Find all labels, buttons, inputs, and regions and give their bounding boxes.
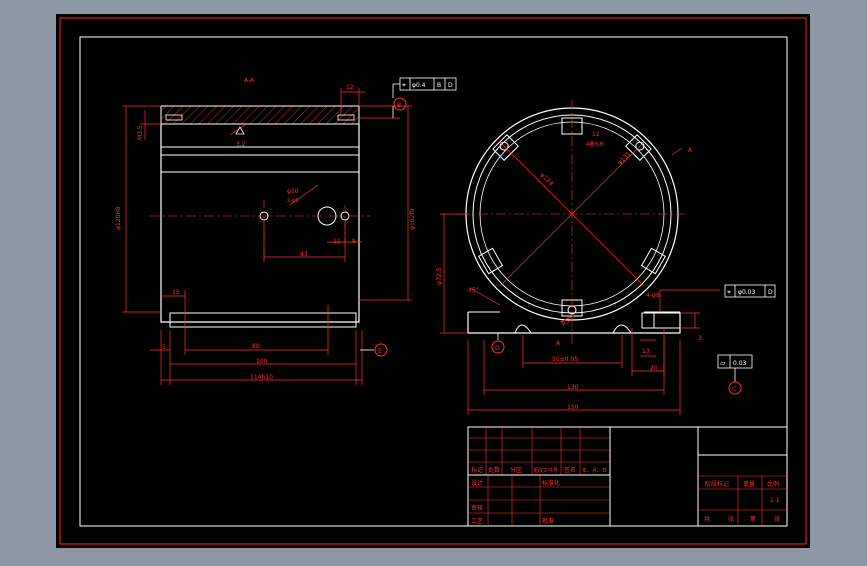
- tolerance-value: φ0.03: [738, 289, 756, 296]
- dim-height: φ72.5: [436, 268, 443, 286]
- dim-center: R5: [561, 318, 572, 328]
- dim-roughness: 3.2: [236, 141, 246, 148]
- side-slot: [640, 247, 667, 275]
- dim-hole: φ10: [287, 188, 299, 195]
- dim-right-3: 3: [698, 335, 702, 342]
- left-view[interactable]: φ120H8 M3.5 φ102f9 12 3.2 φ10 2-φ6 11 9 …: [115, 84, 416, 385]
- tolerance-symbol: ⌖: [727, 288, 731, 296]
- dim-thread: M3.5: [137, 125, 144, 140]
- label-a2: A: [556, 340, 561, 347]
- weight-label: 重量: [743, 480, 755, 488]
- header-count: 处数: [488, 466, 500, 474]
- row-approve: 批准: [542, 517, 554, 525]
- dim-bore: 4-φ8: [646, 292, 660, 299]
- label-a: A: [688, 147, 693, 154]
- dim-five: 5: [162, 344, 166, 351]
- dim-right-height: φ102f9: [409, 208, 416, 230]
- tolerance-ref: B: [437, 82, 441, 89]
- row-standard: 标准化: [542, 479, 560, 487]
- base-block: [641, 312, 681, 329]
- tolerance-ref: D: [448, 82, 453, 89]
- dim-step: 15: [172, 289, 180, 296]
- dim-slot: 80: [252, 343, 260, 350]
- dim-angle: 45°: [468, 287, 479, 294]
- header-sign: 签名: [564, 466, 576, 474]
- roughness-symbol: [235, 126, 245, 135]
- dim-small-right: 9: [352, 238, 356, 245]
- sheet-current: 第: [750, 515, 756, 523]
- datum-b-label: B: [397, 102, 401, 109]
- body-outline: [160, 124, 360, 323]
- row-design: 设计: [471, 479, 483, 487]
- tolerance-value: φ0.4: [412, 82, 426, 89]
- row-process: 工艺: [471, 517, 483, 525]
- sheet-total: 共: [704, 515, 710, 523]
- sheet-unit: 张: [728, 515, 734, 523]
- dim-right-13: 13: [642, 348, 650, 355]
- datum-c-marker: [728, 381, 742, 395]
- dim-right-20: 20: [650, 365, 658, 372]
- tolerance-frame-flat[interactable]: ▱ 0.03: [717, 354, 753, 369]
- dim-overall: 150: [567, 404, 579, 411]
- datum-d-label: D: [495, 345, 500, 352]
- side-slot: [477, 247, 504, 275]
- datum-b-marker: [393, 97, 407, 111]
- thread-right: [337, 114, 355, 121]
- dim-slot-width: 12: [592, 131, 600, 138]
- dim-hole-note: 2-φ6: [287, 198, 298, 204]
- dim-base-holes: 50±0.05: [552, 356, 578, 363]
- scale-value: 1:1: [770, 497, 780, 504]
- scale-label: 比例: [767, 480, 779, 488]
- title-block[interactable]: 标记 处数 分区 更改文件号 签名 年、月、日 设计 标准化 审核 工艺 批准 …: [467, 426, 788, 527]
- dim-left-height: φ120H8: [115, 206, 122, 230]
- sheet-unit: 张: [774, 515, 780, 523]
- dim-inner-width: 100: [256, 358, 268, 365]
- header-zone: 分区: [510, 466, 522, 474]
- thread-left: [165, 114, 183, 121]
- flatness-symbol: ▱: [720, 359, 726, 367]
- header-mark: 标记: [471, 466, 483, 474]
- inner-frame: [79, 36, 788, 527]
- hatched-section: [160, 105, 360, 125]
- dim-hole-distance: 43: [300, 251, 308, 258]
- tolerance-symbol: ⌖: [402, 81, 406, 89]
- datum-d-marker: [491, 340, 505, 354]
- datum-e-marker: [374, 343, 388, 357]
- datum-e-label: E: [378, 348, 382, 355]
- bottom-slot: [169, 312, 357, 328]
- tolerance-ref: D: [768, 289, 773, 296]
- outer-frame: [59, 17, 807, 545]
- base-notch: [612, 324, 632, 334]
- dim-top-hole: 12: [346, 84, 354, 91]
- base-notch: [514, 324, 532, 334]
- dim-offset: 11: [333, 238, 341, 245]
- header-change: 更改文件号: [533, 467, 558, 474]
- header-date: 年、月、日: [582, 467, 607, 474]
- note-slot: 4槽均布: [586, 141, 604, 148]
- tolerance-frame-top[interactable]: ⌖ φ0.4 B D: [392, 77, 457, 98]
- row-review: 审核: [471, 504, 483, 512]
- drawing-sheet: [56, 14, 810, 548]
- dim-overall-width: 114h10: [250, 374, 273, 381]
- section-label: A-A: [244, 77, 255, 84]
- part-label: 阶段标记: [705, 480, 729, 488]
- dim-inner-span: 130: [567, 384, 579, 391]
- tolerance-frame-mid[interactable]: ⌖ φ0.03 D: [724, 284, 776, 298]
- right-view[interactable]: φ124 φ131 12 4槽均布 A A: [436, 100, 742, 415]
- flatness-value: 0.03: [733, 360, 747, 367]
- datum-c-label: C: [732, 386, 736, 393]
